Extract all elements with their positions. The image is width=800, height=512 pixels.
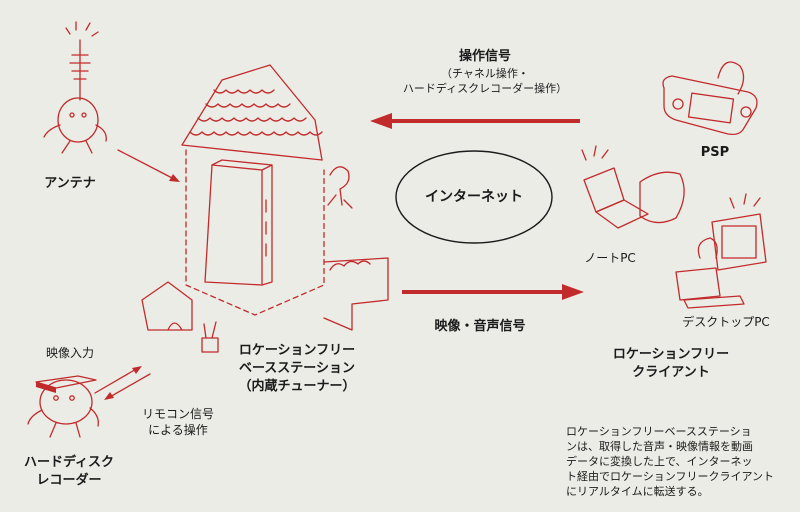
internet-ellipse (395, 150, 553, 244)
description-line-5: にリアルタイムに転送する。 (566, 485, 709, 498)
control-signal-label: 操作信号 （チャネル操作・ ハードディスクレコーダー操作） (395, 48, 575, 96)
base-station-label-line-2: ベースステーション (238, 361, 356, 376)
desktop-pc-label: デスクトップPC (682, 315, 770, 329)
video-signal-arrow (402, 284, 584, 300)
client-group-label: ロケーションフリー クライアント (596, 346, 746, 382)
control-signal-arrow (370, 113, 580, 129)
hdd-recorder-label: ハードディスク レコーダー (14, 454, 124, 490)
description-text: ロケーションフリーベースステーショ ンは、取得した音声・映像情報を動画 データに… (566, 424, 790, 499)
hdd-recorder-illustration (27, 375, 99, 438)
antenna-illustration (43, 21, 107, 154)
remote-control-label: リモコン信号 による操作 (128, 406, 228, 438)
remote-label-line-2: による操作 (148, 423, 208, 437)
psp-label: PSP (700, 145, 730, 160)
control-label-line-2: （チャネル操作・ (441, 67, 529, 80)
internet-label: インターネット (425, 189, 523, 205)
remote-control-arrow (104, 373, 151, 400)
control-label-line-1: 操作信号 (458, 49, 511, 64)
notebook-pc-illustration (581, 145, 685, 229)
antenna-arrow (117, 149, 180, 182)
remote-label-line-1: リモコン信号 (141, 407, 214, 421)
hdd-label-line-2: レコーダー (36, 473, 102, 488)
video-signal-label: 映像・音声信号 (434, 319, 526, 334)
description-line-3: データに変換した上で、インターネッ (566, 455, 753, 468)
notebook-pc-label: ノートPC (584, 251, 636, 265)
base-station-label: ロケーションフリー ベースステーション （内蔵チューナー） (222, 342, 372, 396)
antenna-label: アンテナ (44, 176, 96, 191)
base-station-label-line-1: ロケーションフリー (238, 343, 356, 358)
base-station-label-line-3: （内蔵チューナー） (238, 379, 356, 394)
control-label-line-3: ハードディスクレコーダー操作） (402, 82, 568, 95)
description-line-2: ンは、取得した音声・映像情報を動画 (566, 440, 753, 453)
hdd-label-line-1: ハードディスク (23, 455, 115, 470)
base-station-illustration (141, 64, 389, 353)
psp-illustration (662, 61, 758, 136)
desktop-pc-illustration (675, 193, 767, 309)
video-input-arrow (94, 366, 142, 394)
client-label-line-2: クライアント (632, 365, 710, 380)
description-line-1: ロケーションフリーベースステーショ (566, 425, 752, 438)
video-input-label: 映像入力 (45, 346, 94, 360)
description-line-4: ト経由でロケーションフリークライアント (566, 470, 775, 483)
client-label-line-1: ロケーションフリー (612, 347, 730, 362)
